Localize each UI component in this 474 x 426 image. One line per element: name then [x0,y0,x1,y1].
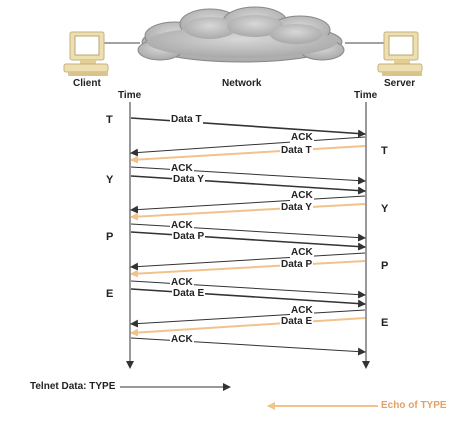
ack-p-arrow [130,252,366,271]
msg-data-e-label: Data E [172,288,206,299]
client-label: Client [73,78,101,89]
data-y-arrow [130,175,366,195]
msg-echo-y-label: Data Y [280,202,313,213]
msg-ack-label: ACK [170,220,194,231]
msg-ack-label: ACK [290,132,314,143]
client-time-label: Time [118,90,142,101]
msg-echo-p-label: Data P [280,259,314,270]
ack-echo-p-arrow [130,280,366,299]
echo-e-arrow [130,317,366,337]
echo-y-arrow [130,203,366,221]
msg-ack-label: ACK [170,277,194,288]
msg-ack-label: ACK [290,190,314,201]
data-p-arrow [130,231,366,251]
server-letter-t: T [381,145,388,157]
msg-data-p-label: Data P [172,231,206,242]
msg-ack-label: ACK [170,334,194,345]
msg-echo-t-label: Data T [280,145,313,156]
echo-t-arrow [130,145,366,164]
network-label: Network [222,78,262,89]
client-letter-p: P [106,231,114,243]
server-time-label: Time [354,90,378,101]
legend-echo-label: Echo of TYPE [381,400,447,411]
ack-echo-e-arrow [130,337,366,356]
msg-ack-label: ACK [170,163,194,174]
ack-t-arrow [130,136,366,157]
data-e-arrow [130,288,366,308]
server-letter-p: P [381,260,389,272]
client-computer-icon [63,31,109,76]
msg-ack-label: ACK [290,305,314,316]
client-letter-y: Y [106,174,114,186]
ack-y-arrow [130,195,366,214]
msg-ack-label: ACK [290,247,314,258]
server-label: Server [384,78,416,89]
server-computer-icon [377,31,423,76]
ack-echo-y-arrow [130,223,366,242]
server-letter-e: E [381,317,389,329]
client-letter-e: E [106,288,114,300]
client-letter-t: T [106,114,113,126]
msg-data-y-label: Data Y [172,174,205,185]
ack-e-arrow [130,309,366,328]
data-t-arrow [130,117,366,138]
msg-echo-e-label: Data E [280,316,314,327]
msg-data-t-label: Data T [170,114,203,125]
server-letter-y: Y [381,203,389,215]
echo-p-arrow [130,260,366,278]
network-cloud-icon [137,6,345,63]
legend-telnet-label: Telnet Data: TYPE [30,381,116,392]
